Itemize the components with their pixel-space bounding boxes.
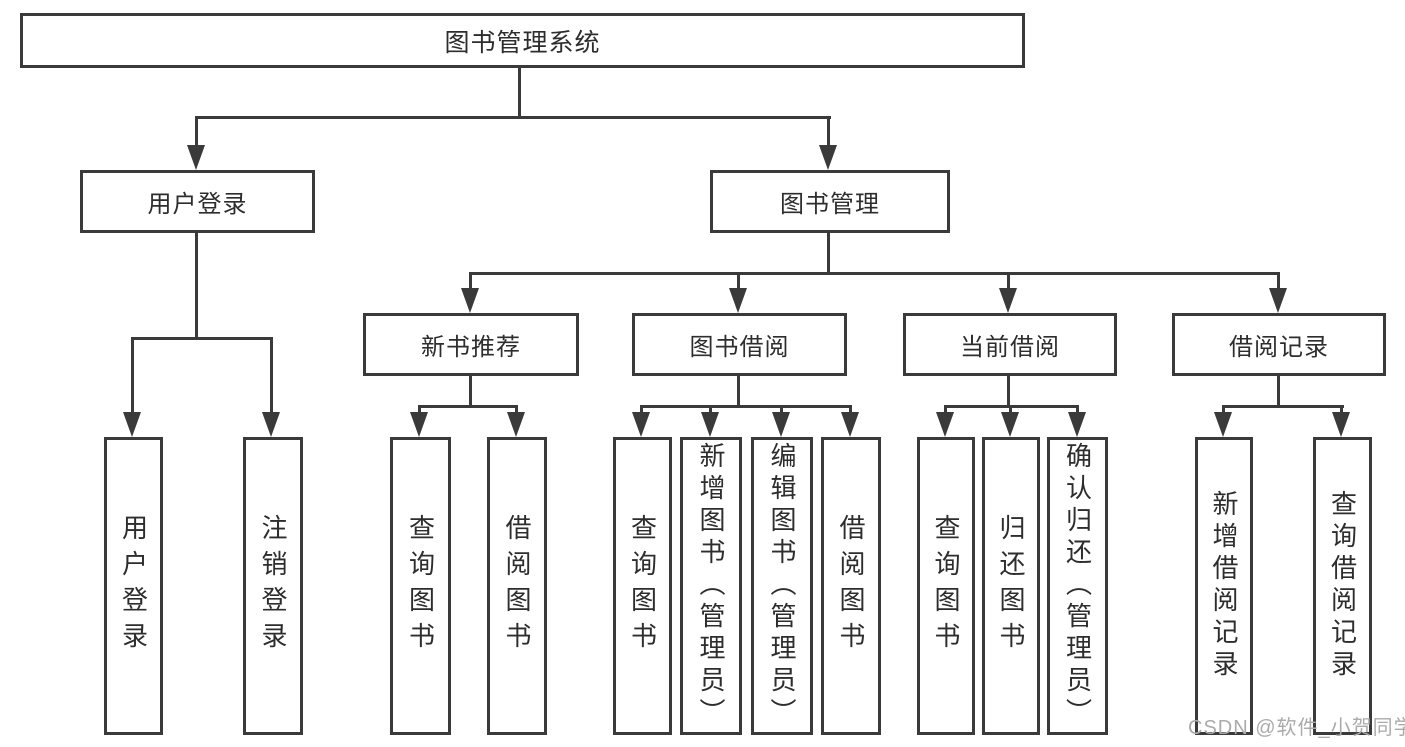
arrow-to-user-login [187,116,205,170]
connector-new-book-recommend-stem [469,376,472,408]
arrow-to-add-borrow-record [1214,405,1232,437]
leaf-query-books-3: 查询图书 [917,437,975,735]
connector-book-management-stem [827,233,830,275]
connector-new-book-recommend-rail [418,405,518,408]
arrow-to-query-borrow-record [1332,405,1350,437]
leaf-edit-book-admin: 编辑图书（管理员） [751,437,813,735]
node-book-management: 图书管理 [710,170,950,233]
arrow-to-borrow-books-2 [841,405,859,437]
node-borrow-records: 借阅记录 [1172,313,1386,376]
leaf-logout: 注销登录 [243,437,303,735]
arrow-to-query-books-3 [936,405,954,437]
leaf-query-books-2: 查询图书 [613,437,672,735]
leaf-add-book-admin: 新增图书（管理员） [680,437,742,735]
node-new-book-recommend: 新书推荐 [363,313,579,376]
arrow-to-borrow-books-1 [507,405,525,437]
csdn-watermark: CSDN @软件_小贺同学 [1188,717,1405,739]
arrow-to-return-book [1001,405,1019,437]
node-book-borrow: 图书借阅 [632,313,847,376]
connector-root-stem [518,68,521,119]
arrow-to-new-book-recommend [461,272,479,313]
leaf-return-book: 归还图书 [982,437,1040,735]
connector-root-rail [195,116,831,119]
node-library-system: 图书管理系统 [20,13,1025,68]
leaf-query-books-1: 查询图书 [390,437,451,735]
arrow-to-borrow-records [1269,272,1287,313]
connector-book-borrow-rail [640,405,851,408]
arrow-to-book-borrow [729,272,747,313]
arrow-to-book-management [819,116,837,170]
arrow-to-leaf-user-login [123,337,141,437]
connector-current-borrow-stem [1007,376,1010,408]
connector-book-management-rail [469,272,1280,275]
leaf-query-borrow-record: 查询借阅记录 [1313,437,1372,735]
leaf-borrow-books-1: 借阅图书 [487,437,547,735]
connector-book-borrow-stem [737,376,740,408]
arrow-to-query-books-2 [632,405,650,437]
connector-borrow-records-rail [1222,405,1344,408]
connector-user-login-rail [131,337,273,340]
arrow-to-confirm-return [1068,405,1086,437]
connector-user-login-stem [195,233,198,340]
node-current-borrow: 当前借阅 [903,313,1117,376]
node-user-login: 用户登录 [80,170,315,233]
leaf-confirm-return-admin: 确认归还（管理员） [1047,437,1108,735]
arrow-to-query-books-1 [410,405,428,437]
leaf-borrow-books-2: 借阅图书 [821,437,881,735]
arrow-to-add-book [701,405,719,437]
arrow-to-edit-book [772,405,790,437]
arrow-to-current-borrow [999,272,1017,313]
arrow-to-leaf-logout [262,337,280,437]
leaf-user-login: 用户登录 [104,437,163,735]
connector-borrow-records-stem [1277,376,1280,408]
leaf-add-borrow-record: 新增借阅记录 [1195,437,1253,735]
